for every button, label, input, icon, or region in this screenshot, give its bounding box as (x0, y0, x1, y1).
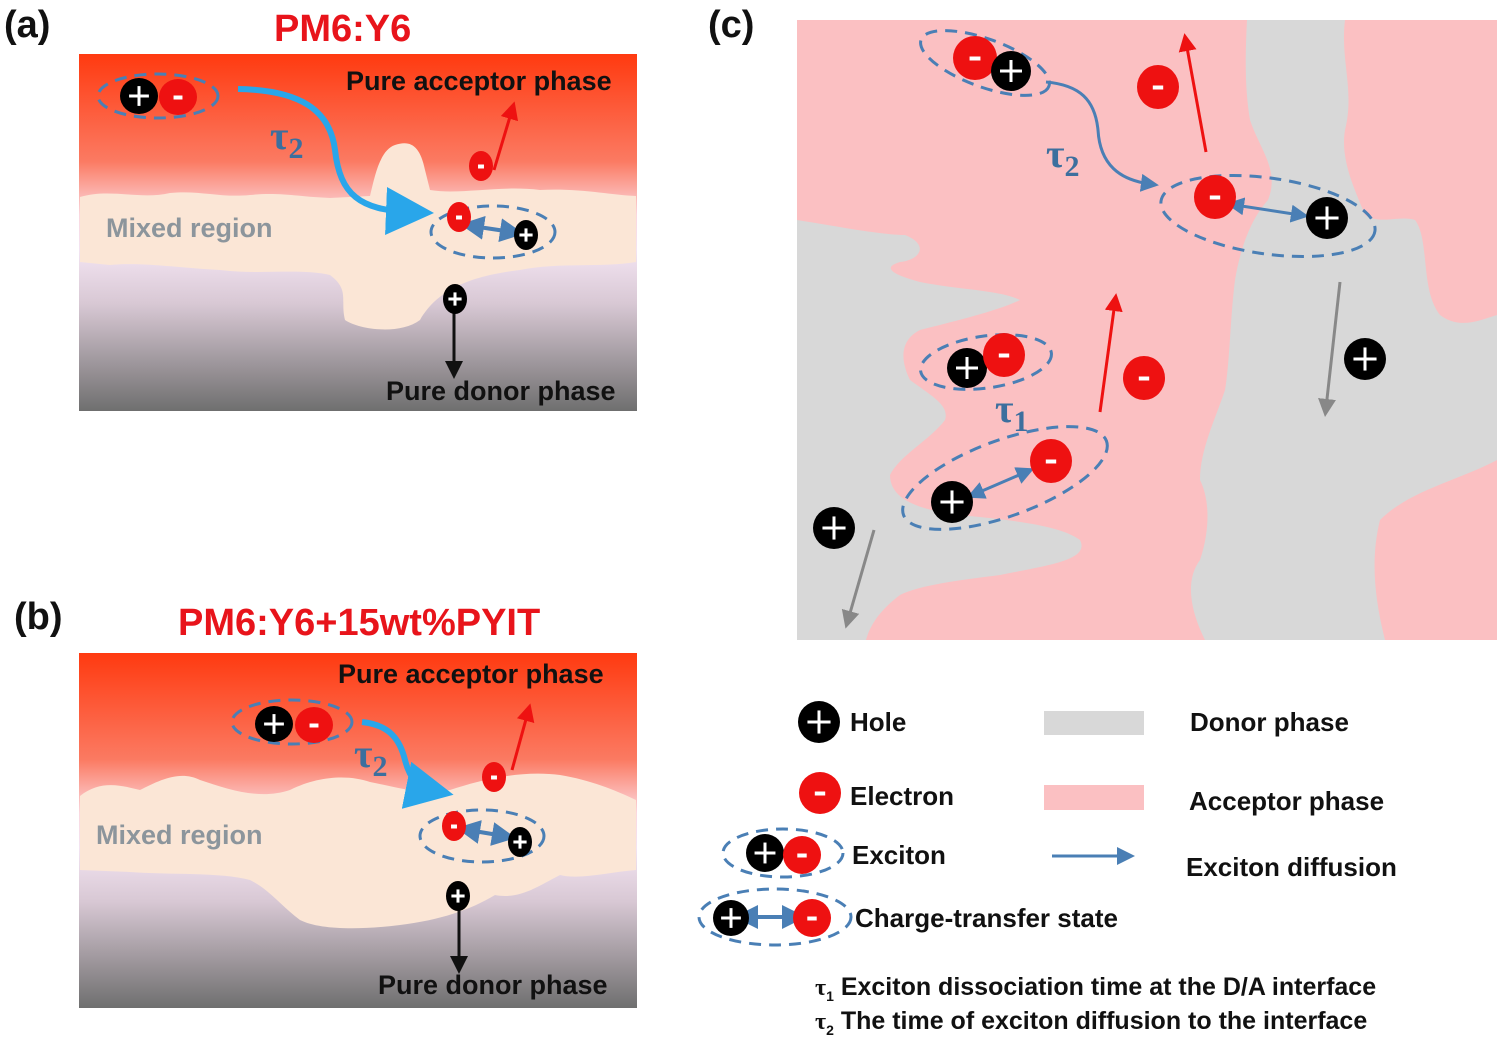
panel-a-tau2: τ2 (270, 112, 303, 166)
panel-b-free-electron-electron-icon (482, 762, 506, 792)
panel-a-exciton (96, 72, 220, 120)
tau-symbol: τ (1046, 131, 1065, 176)
panel-b-mixed-region (80, 773, 636, 929)
panel-c-ct-arrow-top (1226, 197, 1309, 223)
panel-c-ct-state-top-ellipse (1159, 173, 1377, 259)
panel-a-ct-arrow (460, 215, 524, 243)
panel-c-electron-escape-arrow-top (1178, 33, 1208, 153)
legend-tau2-note: τ2 The time of exciton diffusion to the … (815, 1007, 1367, 1038)
legend-electron-icon-electron-icon (799, 772, 841, 814)
panel-b-exciton-electron-electron-icon (295, 707, 333, 743)
panel-a-exciton-hole-hole-icon (120, 78, 158, 114)
panel-c-exciton-top-hole-hole-icon (991, 51, 1031, 91)
panel-a-acceptor-label: Pure acceptor phase (346, 66, 612, 96)
panel-c-exciton-top-ellipse (919, 29, 1051, 97)
panel-a-mixed-region (80, 143, 636, 330)
legend-donor-label: Donor phase (1190, 707, 1349, 737)
tau-subscript: 2 (1064, 150, 1080, 183)
legend-hole-label: Hole (850, 707, 907, 737)
panel-a-electron-escape-arrow (492, 101, 519, 171)
legend-tau1-note: τ1 Exciton dissociation time at the D/A … (815, 973, 1376, 1004)
tau2-subscript: 2 (826, 1022, 834, 1038)
tau-subscript: 2 (288, 132, 304, 165)
panel-c-free-electron-top-electron-icon (1137, 65, 1179, 109)
panel-a-free-hole-hole-icon (443, 284, 467, 314)
tau-symbol: τ (270, 113, 289, 158)
panel-b-ct-hole-hole-icon (508, 827, 532, 857)
panel-b-title: PM6:Y6+15wt%PYIT (178, 602, 541, 644)
panel-b-label: (b) (14, 596, 63, 638)
panel-c-free-hole-right-hole-icon (1344, 338, 1386, 380)
legend-ct-hole-hole-icon (713, 900, 749, 936)
panel-b-free-hole-hole-icon (446, 881, 470, 911)
panel-b-diffusion-arrow (361, 719, 454, 809)
panel-c-free-electron-mid-electron-icon (1123, 356, 1165, 400)
panel-c-donor-region-left (797, 220, 1082, 640)
legend-ct-label: Charge-transfer state (855, 903, 1118, 933)
legend-exciton-ellipse (721, 827, 845, 879)
panel-c-exciton-mid-hole-hole-icon (947, 348, 987, 388)
panel-b-ct-electron-electron-icon (442, 811, 466, 841)
legend-diffusion-label: Exciton diffusion (1186, 852, 1397, 882)
panel-c-electron-escape-arrow-mid (1098, 293, 1123, 413)
legend-hole-icon-hole-icon (798, 701, 840, 743)
panel-c-hole-escape-arrow-right (1318, 281, 1342, 417)
panel-b-ct-state-ellipse (418, 808, 546, 864)
panel-a-free-electron-electron-icon (469, 151, 493, 181)
panel-c-exciton-mid-electron-electron-icon (983, 333, 1025, 377)
panel-b-acceptor-label: Pure acceptor phase (338, 659, 604, 689)
tau-symbol: τ (995, 386, 1014, 431)
panel-c-tau1: τ1 (995, 385, 1028, 439)
panel-a-diffusion-arrow (237, 86, 434, 236)
panel-c-ct-state-bottom-ellipse (901, 425, 1109, 531)
panel-a-ct-state-ellipse (429, 204, 557, 260)
tau1-subscript: 1 (826, 988, 834, 1004)
panel-c-ct-top-hole-hole-icon (1306, 197, 1348, 239)
panel-b-electron-escape-arrow (510, 703, 535, 771)
panel-a-exciton-electron-electron-icon (159, 79, 197, 115)
legend-exciton-electron-electron-icon (783, 836, 821, 874)
legend-exciton-label: Exciton (852, 840, 946, 870)
panel-c-diffusion-arrow-tau2 (1045, 80, 1159, 192)
panel-a-ct-hole-hole-icon (514, 220, 538, 250)
tau-subscript: 1 (1013, 405, 1029, 438)
panel-b-mixed-label: Mixed region (96, 820, 263, 850)
panel-c-exciton-mid-ellipse (919, 333, 1053, 391)
panel-a-title: PM6:Y6 (274, 8, 412, 50)
tau-symbol: τ (354, 731, 373, 776)
legend-ct-electron-electron-icon (793, 899, 831, 937)
tau2-symbol: τ (815, 1009, 827, 1035)
tau2-description: The time of exciton diffusion to the int… (840, 1007, 1368, 1035)
panel-a-mixed-label: Mixed region (106, 213, 273, 243)
panel-c-exciton-top-electron-electron-icon (953, 36, 997, 80)
panel-c-label: (c) (708, 4, 755, 46)
panel-b-exciton-hole-hole-icon (255, 706, 293, 742)
panel-b-exciton-ellipse (230, 698, 354, 746)
panel-a-donor-label: Pure donor phase (386, 376, 616, 406)
panel-b-ct-arrow (456, 820, 516, 846)
tau1-symbol: τ (815, 975, 827, 1001)
legend-acceptor-swatch (1044, 785, 1144, 810)
panel-c-ct-arrow-bottom (966, 467, 1035, 499)
panel-c-ct-bottom-electron-electron-icon (1030, 439, 1072, 483)
legend-exciton-hole-hole-icon (746, 834, 784, 872)
panel-a-ct-electron-electron-icon (447, 202, 471, 232)
panel-c-ct-bottom-hole-hole-icon (931, 481, 973, 523)
panel-b-donor-label: Pure donor phase (378, 970, 608, 1000)
panel-c-donor-region-right (1190, 20, 1497, 640)
legend-acceptor-label: Acceptor phase (1189, 786, 1385, 816)
panel-b-tau2: τ2 (354, 730, 387, 784)
panel-c-free-hole-left-hole-icon (813, 507, 855, 549)
legend-electron-label: Electron (850, 781, 955, 811)
tau1-description: Exciton dissociation time at the D/A int… (840, 973, 1377, 1001)
legend-ct-ellipse (697, 887, 853, 947)
legend-donor-swatch (1044, 711, 1144, 735)
tau-subscript: 2 (372, 750, 388, 783)
panel-c-tau2: τ2 (1046, 130, 1079, 184)
panel-a-label: (a) (4, 4, 51, 46)
panel-c-hole-escape-arrow-left (841, 529, 876, 629)
panel-c-ct-top-electron-electron-icon (1194, 175, 1236, 219)
